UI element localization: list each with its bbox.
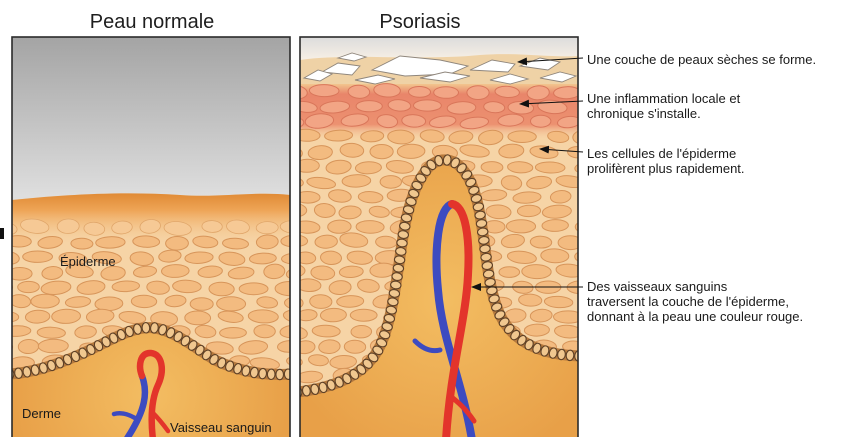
epidermis-cell	[356, 101, 382, 112]
epidermis-cell	[209, 282, 235, 296]
epidermis-cell	[133, 235, 160, 247]
epidermis-cell	[481, 161, 503, 173]
basal-cell	[142, 322, 150, 333]
basal-cell	[276, 369, 284, 379]
epidermis-cell	[57, 219, 79, 234]
basal-cell	[267, 369, 275, 380]
epidermis-cell	[380, 175, 402, 188]
epidermis-cell	[351, 325, 372, 338]
title-psoriasis: Psoriasis	[379, 11, 460, 33]
epidermis-cell	[467, 86, 489, 100]
epidermis-cell	[254, 324, 276, 338]
basal-cell	[566, 350, 574, 361]
epidermis-cell	[344, 340, 366, 354]
label-blood-vessel: Vaisseau sanguin	[170, 420, 272, 435]
edge-mark	[0, 228, 4, 239]
annotation-text: Une couche de peaux sèches se forme.	[587, 52, 816, 67]
epidermis-cell	[190, 298, 213, 311]
epidermis-cell	[38, 339, 68, 353]
annotation-line: Une couche de peaux sèches se forme.	[587, 52, 816, 67]
epidermis-cell	[327, 220, 351, 234]
epidermis-cell	[309, 84, 339, 97]
epidermis-cell	[434, 87, 459, 99]
basal-cell	[284, 369, 292, 380]
epidermis-cell	[542, 219, 569, 231]
basal-cell	[258, 368, 267, 379]
epidermis-cell	[165, 236, 188, 250]
epidermis-cell	[31, 294, 60, 308]
epidermis-cell	[161, 264, 189, 278]
epidermis-cell	[295, 159, 320, 173]
annotation-line: prolifèrent plus rapidement.	[587, 161, 745, 176]
annotation-line: Les cellules de l'épiderme	[587, 146, 736, 161]
annotation-line: Des vaisseaux sanguins	[587, 279, 728, 294]
annotation-line: traversent la couche de l'épiderme,	[587, 294, 789, 309]
epidermis-cell	[131, 295, 157, 308]
epidermis-cell	[320, 308, 346, 322]
psoriasis-panel	[279, 37, 601, 437]
epidermis-cell	[508, 131, 536, 143]
annotation-text: Des vaisseaux sanguins traversent la cou…	[587, 279, 803, 324]
epidermis-cell	[216, 296, 245, 311]
epidermis-cell	[37, 327, 66, 339]
epidermis-cell	[408, 86, 430, 97]
epidermis-cell	[524, 324, 549, 337]
epidermis-cell	[499, 267, 520, 278]
label-epidermis: Épiderme	[60, 254, 116, 269]
epidermis-cell	[413, 100, 441, 111]
epidermis-cell	[295, 191, 320, 203]
epidermis-cell	[71, 238, 93, 249]
stratum-corneum	[12, 193, 290, 242]
epidermis-cell	[309, 294, 332, 308]
epidermis-cell	[0, 341, 13, 354]
epidermis-cell	[220, 327, 247, 338]
epidermis-cell	[522, 264, 552, 279]
basal-cell	[6, 369, 14, 380]
epidermis-cell	[517, 205, 541, 217]
epidermis-cell	[293, 129, 321, 142]
label-dermis: Derme	[22, 406, 61, 421]
annotation-line: chronique s'installe.	[587, 106, 701, 121]
epidermis-cell	[23, 251, 53, 262]
epidermis-cell	[256, 221, 278, 234]
epidermis-cell	[506, 220, 535, 233]
annotation-text: Une inflammation locale et chronique s'i…	[587, 91, 744, 121]
epidermis-cell	[356, 220, 384, 233]
epidermis-cell	[18, 281, 40, 292]
epidermis-cell	[51, 309, 80, 324]
annotation-line: donnant à la peau une couleur rouge.	[587, 309, 803, 324]
epidermis-cell	[7, 267, 32, 280]
normal-skin-panel	[0, 37, 314, 437]
epidermis-cell	[350, 309, 377, 321]
epidermis-cell	[530, 115, 550, 127]
epidermis-cell	[397, 144, 425, 159]
epidermis-cell	[96, 236, 126, 248]
epidermis-cell	[5, 235, 31, 247]
annotation-text: Les cellules de l'épiderme prolifèrent p…	[587, 146, 745, 176]
annotation-line: Une inflammation locale et	[587, 91, 741, 106]
epidermis-cell	[370, 144, 393, 158]
epidermis-cell	[18, 339, 39, 354]
epidermis-cell	[535, 162, 565, 174]
epidermis-cell	[239, 283, 268, 295]
title-normal-skin: Peau normale	[90, 11, 215, 33]
epidermis-cell	[185, 311, 211, 325]
